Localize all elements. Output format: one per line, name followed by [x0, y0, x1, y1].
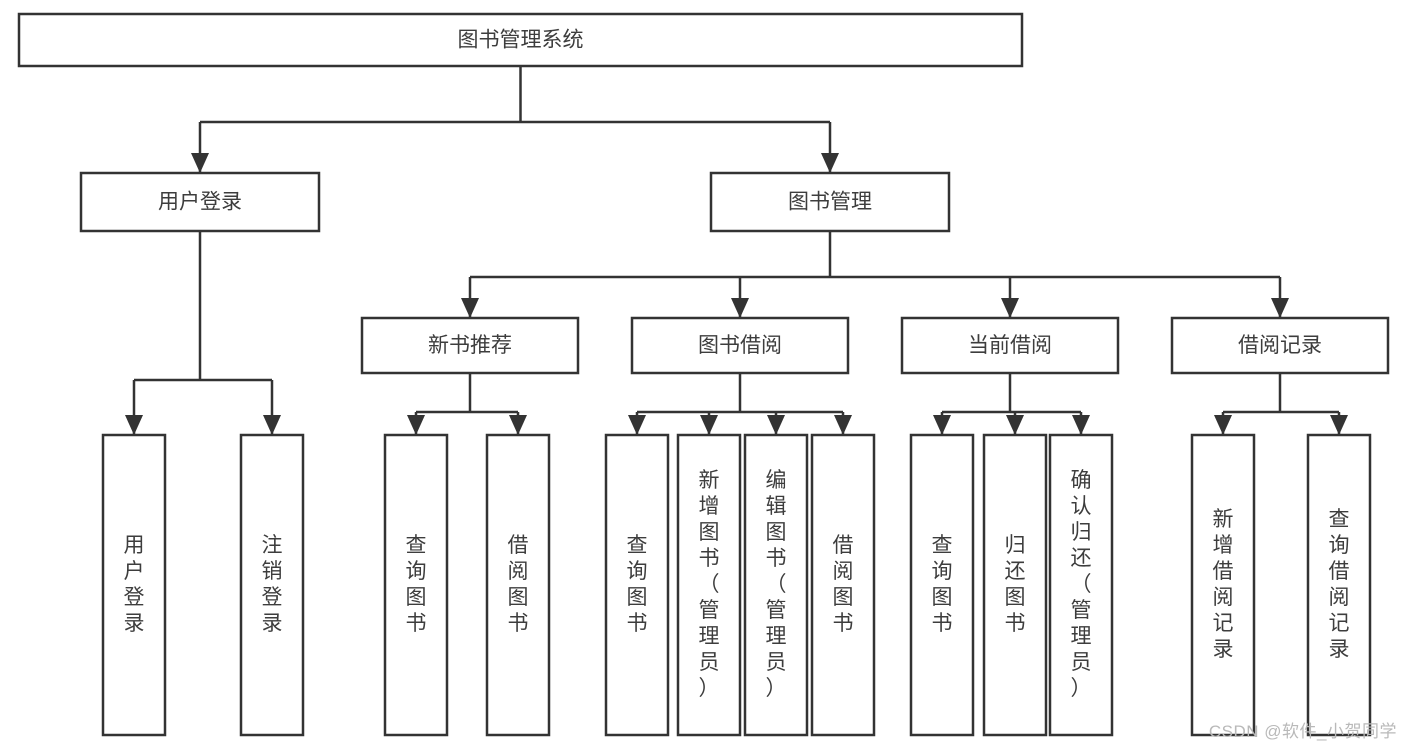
node-box-leaf-borrow-book-1	[485, 433, 551, 737]
node-box-leaf-query-book-3	[909, 433, 975, 737]
arrow-head-icon	[1006, 415, 1024, 435]
arrow-head-icon	[125, 415, 143, 435]
node-leaf-return-book[interactable]: 归还图书	[982, 433, 1048, 737]
node-leaf-borrow-book-2[interactable]: 借阅图书	[810, 433, 876, 737]
node-leaf-query-record[interactable]: 查询借阅记录	[1306, 433, 1372, 737]
node-label-book-borrow: 图书借阅	[698, 334, 782, 357]
node-leaf-query-book-2[interactable]: 查询图书	[604, 433, 670, 737]
arrow-head-icon	[700, 415, 718, 435]
arrow-head-icon	[821, 153, 839, 173]
node-label-leaf-query-record: 查询借阅记录	[1329, 508, 1350, 661]
node-box-leaf-add-record	[1190, 433, 1256, 737]
node-leaf-add-book[interactable]: 新增图书（管理员）	[676, 433, 742, 737]
arrow-head-icon	[731, 298, 749, 318]
node-box-current-borrow	[900, 316, 1120, 375]
node-root-book-management-system[interactable]: 图书管理系统	[17, 12, 1024, 68]
node-label-user-login: 用户登录	[158, 191, 242, 214]
arrow-head-icon	[1072, 415, 1090, 435]
node-box-leaf-user-logout	[239, 433, 305, 737]
node-borrow-record[interactable]: 借阅记录	[1170, 316, 1390, 375]
arrow-head-icon	[407, 415, 425, 435]
node-leaf-borrow-book-1[interactable]: 借阅图书	[485, 433, 551, 737]
node-book-borrow[interactable]: 图书借阅	[630, 316, 850, 375]
node-leaf-confirm-return[interactable]: 确认归还（管理员）	[1048, 433, 1114, 737]
node-box-new-book-recommend	[360, 316, 580, 375]
node-label-leaf-confirm-return: 确认归还（管理员）	[1071, 469, 1092, 700]
node-box-leaf-query-book-1	[383, 433, 449, 737]
node-box-leaf-query-record	[1306, 433, 1372, 737]
node-box-leaf-confirm-return	[1048, 433, 1114, 737]
node-layer: 图书管理系统用户登录图书管理新书推荐图书借阅当前借阅借阅记录用户登录注销登录查询…	[17, 12, 1390, 737]
node-label-leaf-query-book-2: 查询图书	[627, 534, 648, 635]
node-leaf-user-login[interactable]: 用户登录	[101, 433, 167, 737]
node-leaf-query-book-1[interactable]: 查询图书	[383, 433, 449, 737]
node-box-leaf-query-book-2	[604, 433, 670, 737]
arrow-head-icon	[1271, 298, 1289, 318]
node-label-leaf-query-book-1: 查询图书	[406, 534, 427, 635]
node-box-user-login	[79, 171, 321, 233]
arrow-head-icon	[1214, 415, 1232, 435]
node-label-leaf-query-book-3: 查询图书	[932, 534, 953, 635]
arrow-head-icon	[191, 153, 209, 173]
node-leaf-add-record[interactable]: 新增借阅记录	[1190, 433, 1256, 737]
node-label-leaf-borrow-book-2: 借阅图书	[833, 534, 854, 635]
arrow-head-icon	[767, 415, 785, 435]
node-label-leaf-add-record: 新增借阅记录	[1213, 508, 1234, 661]
node-label-leaf-return-book: 归还图书	[1005, 534, 1026, 635]
node-box-borrow-record	[1170, 316, 1390, 375]
node-new-book-recommend[interactable]: 新书推荐	[360, 316, 580, 375]
node-book-manage[interactable]: 图书管理	[709, 171, 951, 233]
node-leaf-user-logout[interactable]: 注销登录	[239, 433, 305, 737]
node-label-current-borrow: 当前借阅	[968, 334, 1052, 357]
node-box-book-borrow	[630, 316, 850, 375]
node-label-book-manage: 图书管理	[788, 191, 872, 214]
node-label-leaf-borrow-book-1: 借阅图书	[508, 534, 529, 635]
node-box-leaf-user-login	[101, 433, 167, 737]
node-label-leaf-add-book: 新增图书（管理员）	[699, 469, 720, 700]
arrow-head-icon	[834, 415, 852, 435]
node-box-leaf-return-book	[982, 433, 1048, 737]
node-box-book-manage	[709, 171, 951, 233]
arrow-head-icon	[263, 415, 281, 435]
node-label-leaf-user-logout: 注销登录	[262, 534, 283, 635]
arrow-head-icon	[509, 415, 527, 435]
node-label-leaf-edit-book: 编辑图书（管理员）	[766, 469, 787, 700]
arrow-head-icon	[628, 415, 646, 435]
node-current-borrow[interactable]: 当前借阅	[900, 316, 1120, 375]
node-box-root-book-management-system	[17, 12, 1024, 68]
node-label-root-book-management-system: 图书管理系统	[458, 29, 584, 52]
arrow-head-icon	[1001, 298, 1019, 318]
arrow-head-icon	[461, 298, 479, 318]
node-box-leaf-edit-book	[743, 433, 809, 737]
arrow-head-icon	[933, 415, 951, 435]
node-box-leaf-borrow-book-2	[810, 433, 876, 737]
node-leaf-edit-book[interactable]: 编辑图书（管理员）	[743, 433, 809, 737]
node-box-leaf-add-book	[676, 433, 742, 737]
node-label-borrow-record: 借阅记录	[1238, 334, 1322, 357]
node-user-login[interactable]: 用户登录	[79, 171, 321, 233]
node-label-new-book-recommend: 新书推荐	[428, 334, 512, 357]
arrow-head-icon	[1330, 415, 1348, 435]
node-label-leaf-user-login: 用户登录	[124, 534, 145, 635]
node-leaf-query-book-3[interactable]: 查询图书	[909, 433, 975, 737]
connector-layer	[125, 66, 1348, 435]
